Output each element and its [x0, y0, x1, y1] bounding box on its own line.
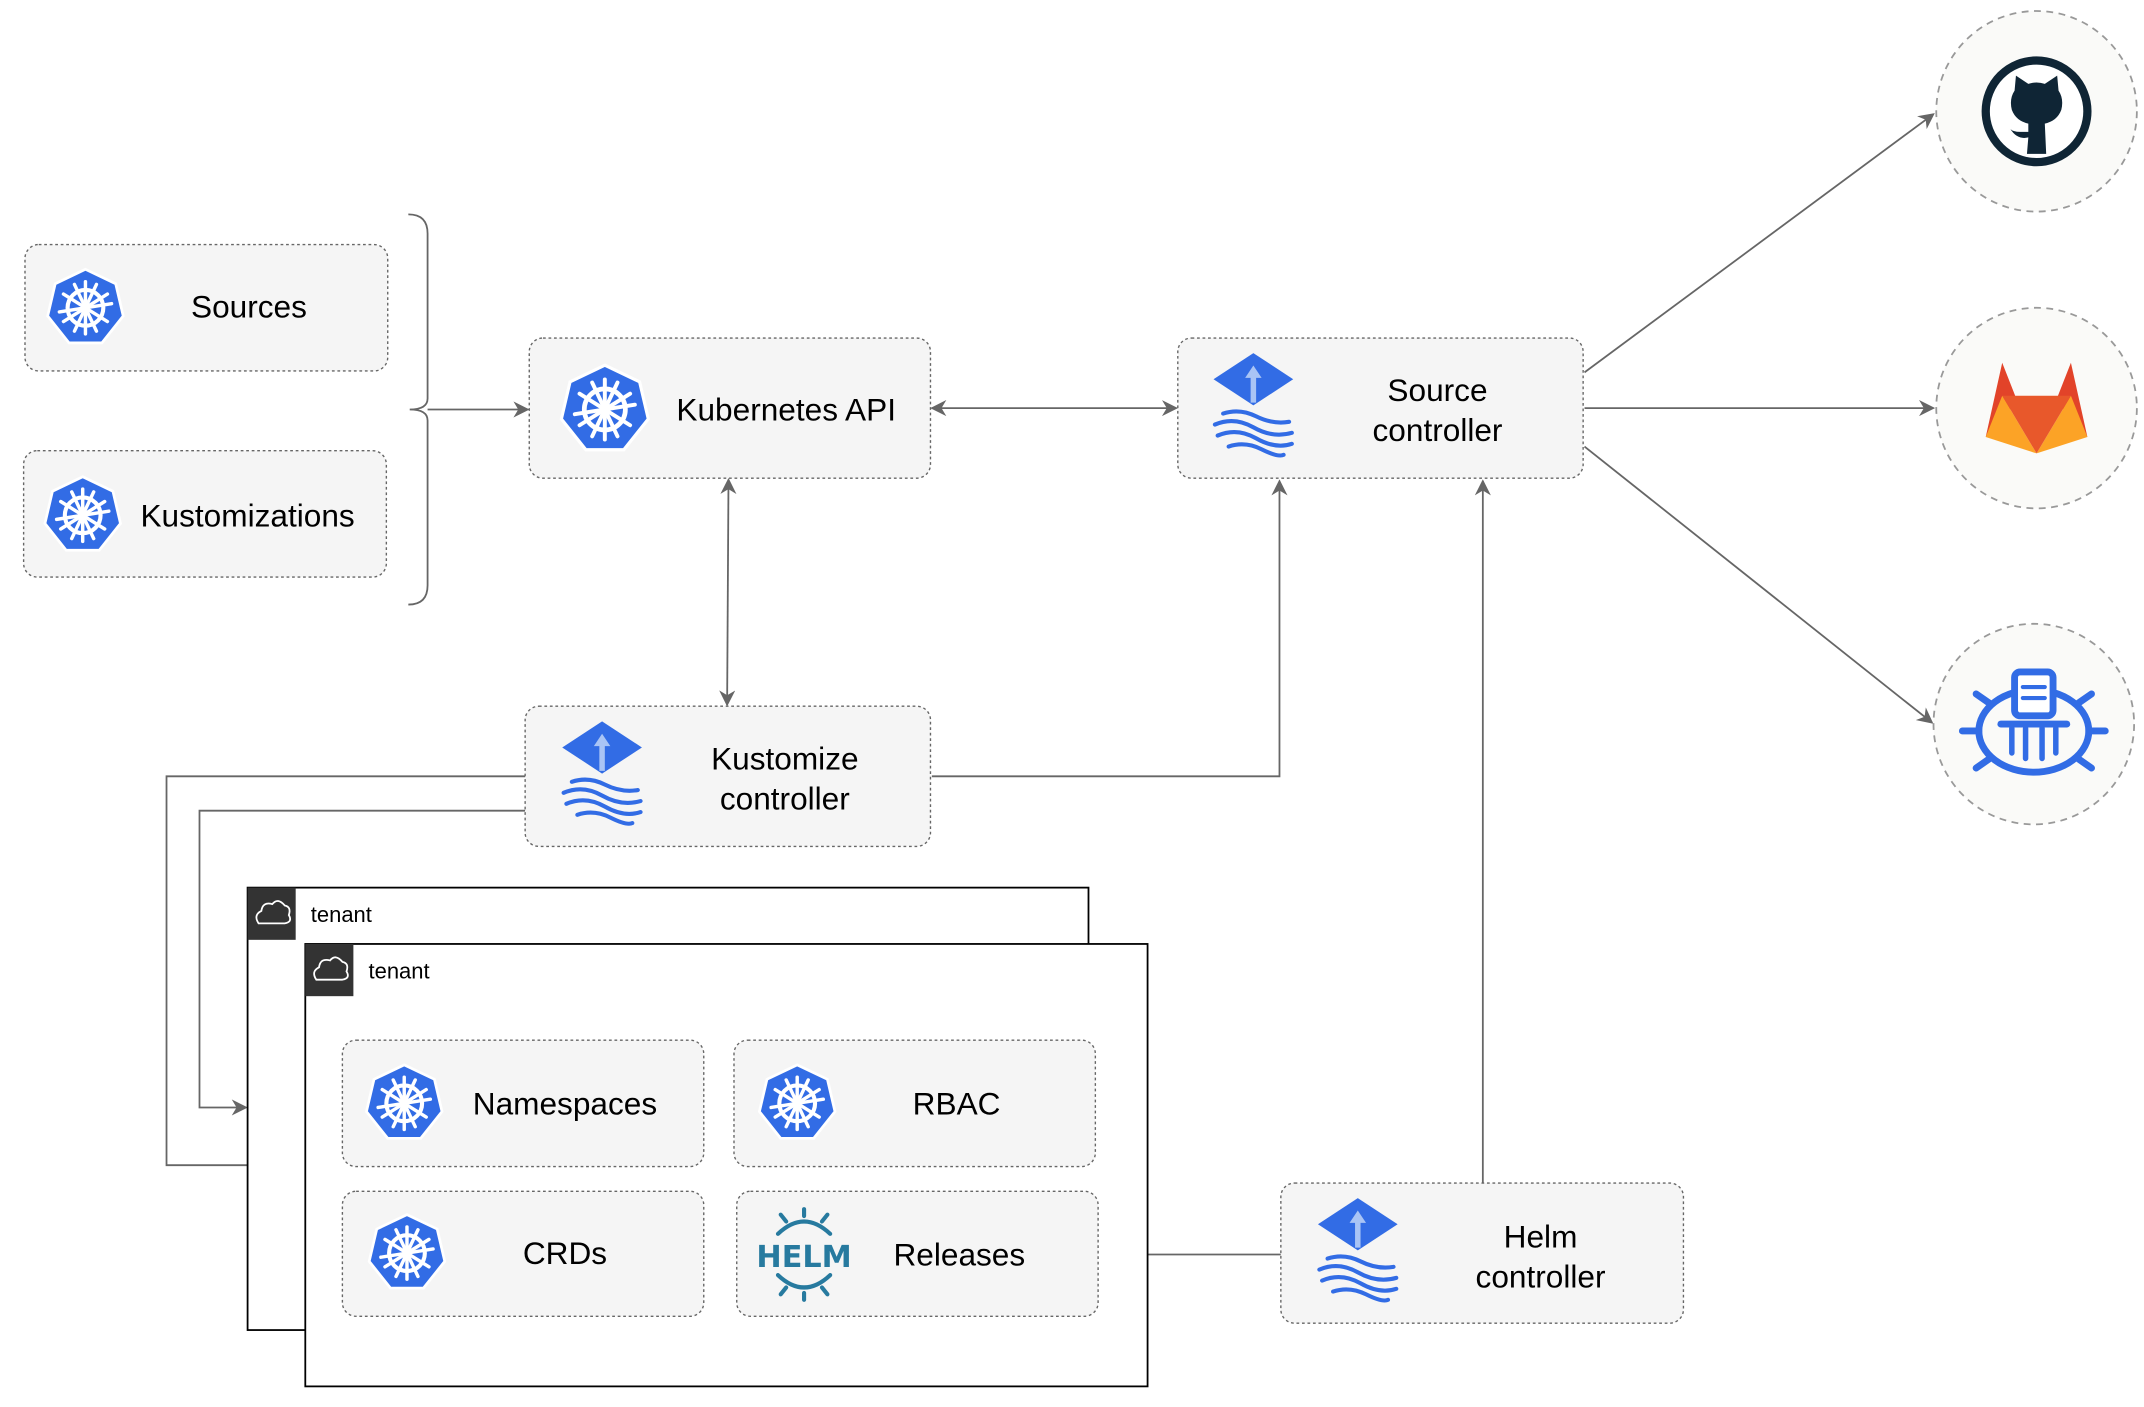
gitlab-icon	[1985, 362, 2088, 454]
helm-controller-label-1: Helm	[1504, 1219, 1578, 1255]
helm-icon: HELM	[756, 1207, 852, 1302]
github-icon	[1981, 56, 2092, 167]
tenant-header-tile	[247, 887, 296, 940]
rbac-node[interactable]: RBAC	[733, 1039, 1097, 1168]
sources-node[interactable]: Sources	[24, 243, 389, 372]
sources-label: Sources	[191, 288, 307, 324]
helm-controller-node[interactable]: Helm controller	[1280, 1182, 1685, 1324]
source-controller-node[interactable]: Source controller	[1177, 337, 1584, 479]
kustomizations-node[interactable]: Kustomizations	[22, 449, 388, 578]
source-controller-label-2: controller	[1373, 412, 1503, 448]
releases-node[interactable]: HELM Releases	[736, 1190, 1099, 1318]
edge-source-to-helmrepo	[1583, 445, 1934, 724]
edges	[165, 113, 1936, 1263]
source-controller-label-1: Source	[1387, 372, 1487, 408]
tenant-header-tile	[305, 943, 354, 997]
edge-kustomize-to-tenant-front	[165, 775, 526, 1174]
gitlab-node[interactable]	[1935, 306, 2138, 510]
crds-label: CRDs	[523, 1235, 607, 1271]
tenant-front[interactable]: tenant Namespaces RBAC CRDs	[304, 943, 1149, 1388]
svg-text:HELM: HELM	[756, 1240, 851, 1275]
kustomize-controller-label-2: controller	[720, 780, 850, 816]
edge-api-kustomize	[719, 477, 737, 707]
tenant-label: tenant	[311, 902, 372, 927]
github-node[interactable]	[1935, 10, 2138, 213]
helm-controller-label-2: controller	[1476, 1258, 1606, 1294]
namespaces-label: Namespaces	[473, 1085, 657, 1121]
kustomizations-label: Kustomizations	[140, 497, 354, 533]
rbac-label: RBAC	[913, 1085, 1001, 1121]
edge-source-to-github	[1583, 113, 1935, 374]
edge-kustomize-to-source	[931, 479, 1288, 778]
namespaces-node[interactable]: Namespaces	[341, 1039, 705, 1168]
helm-repository-icon	[1958, 668, 2109, 776]
crds-node[interactable]: CRDs	[341, 1190, 705, 1318]
bracket	[408, 213, 429, 606]
kubernetes-api-node[interactable]: Kubernetes API	[528, 337, 932, 479]
kustomize-controller-label-1: Kustomize	[711, 740, 858, 776]
cloud-icon	[255, 900, 292, 925]
kustomize-controller-node[interactable]: Kustomize controller	[524, 705, 932, 848]
kubernetes-api-label: Kubernetes API	[676, 391, 896, 427]
edge-kustomize-to-tenant-back	[198, 809, 526, 1116]
helm-repository-node[interactable]	[1932, 622, 2136, 826]
releases-label: Releases	[893, 1236, 1025, 1272]
cloud-icon	[313, 956, 349, 981]
tenant-label: tenant	[369, 958, 430, 983]
